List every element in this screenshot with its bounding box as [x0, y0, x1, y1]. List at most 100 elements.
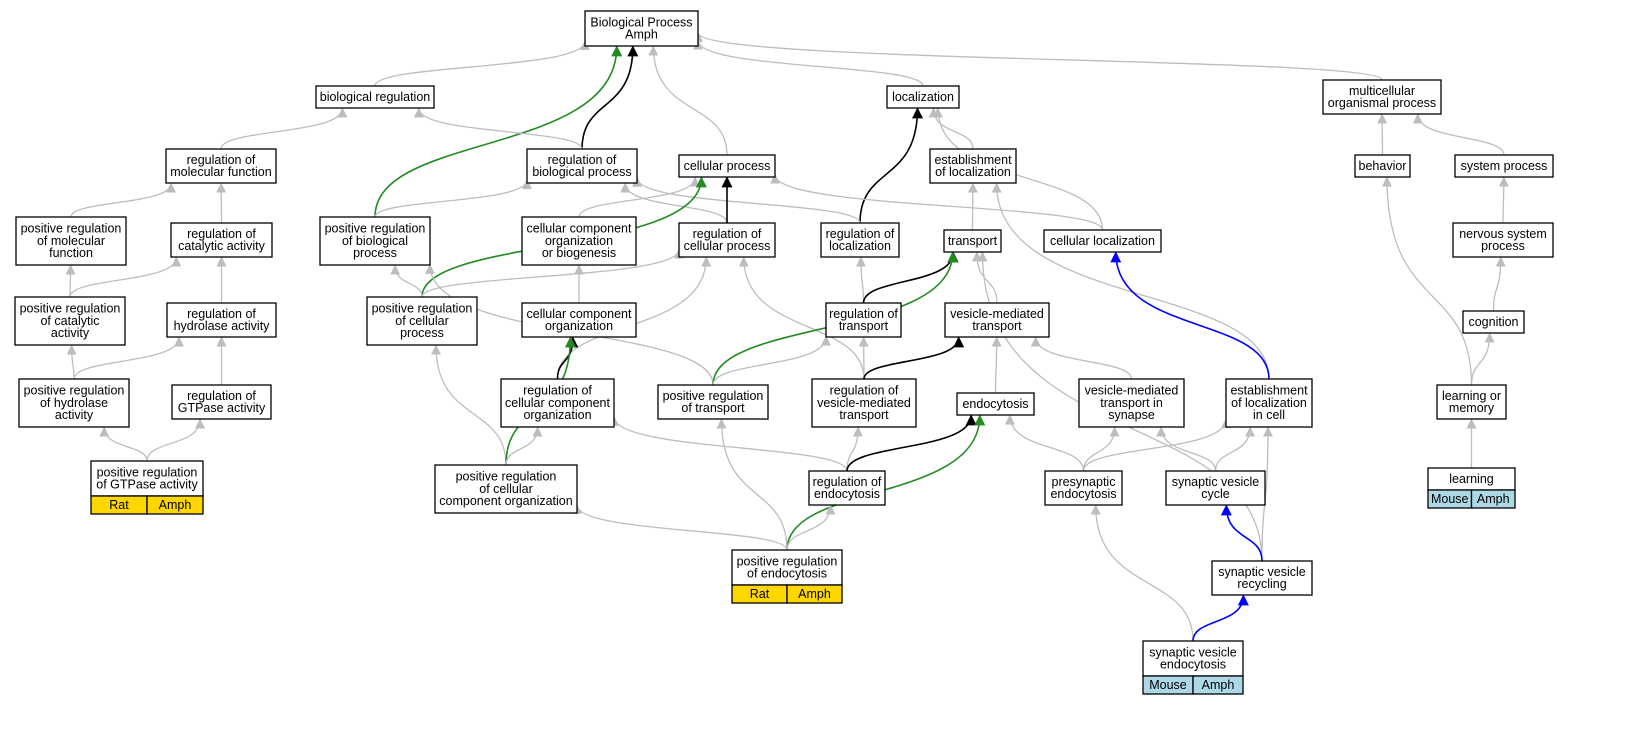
node-label: regulation of [548, 153, 617, 167]
node-box [171, 384, 272, 420]
node-box [886, 85, 960, 109]
node-cog: cognition [1462, 310, 1525, 334]
node-endo: endocytosis [956, 392, 1035, 416]
node-label: memory [1449, 401, 1495, 415]
node-box [521, 302, 637, 338]
edge-endo-to-vmt [991, 336, 1002, 394]
node-loc: localization [886, 85, 960, 109]
node-label: vesicle-mediated [950, 307, 1044, 321]
node-box [825, 302, 902, 338]
node-label: regulation of [693, 227, 762, 241]
node-box [657, 384, 769, 420]
node-label: transport [839, 408, 889, 422]
node-box [943, 229, 1002, 253]
node-label: of localization [1231, 396, 1307, 410]
node-box [1436, 384, 1507, 420]
node-box [584, 10, 699, 47]
node-label: catalytic activity [178, 239, 266, 253]
edge-pend-to-endo [1004, 414, 1085, 472]
species-tag-cell [1192, 675, 1244, 695]
node-label: regulation of [813, 475, 882, 489]
node-label: of GTPase activity [96, 478, 198, 492]
node-box [1454, 154, 1554, 178]
node-label: regulation of [523, 384, 592, 398]
node-label: regulation of [187, 227, 256, 241]
node-label: cognition [1468, 315, 1518, 329]
node-label: of hydrolase [40, 396, 108, 410]
node-label: cellular process [684, 239, 771, 253]
edge-eol-to-loc [928, 107, 974, 150]
node-label: cellular component [527, 307, 632, 321]
node-label: process [400, 326, 444, 340]
node-label: of transport [681, 401, 745, 415]
node-box [1078, 378, 1185, 428]
node-box [956, 392, 1035, 416]
species-tag-label: Amph [159, 498, 192, 512]
edge-prga-to-rga [146, 418, 206, 462]
node-label: molecular function [170, 165, 271, 179]
edge-rloc-to-loc [859, 107, 923, 224]
edge-mop-to-bp [693, 31, 1383, 81]
species-tag-label: Mouse [1149, 678, 1187, 692]
node-label: positive regulation [24, 384, 125, 398]
node-label: or biogenesis [542, 246, 616, 260]
node-label: nervous system [1459, 227, 1547, 241]
node-label: cellular localization [1050, 234, 1155, 248]
edge-prcco-to-prcp [431, 344, 507, 466]
node-box [315, 85, 435, 109]
node-label: cellular component [505, 396, 610, 410]
node-label: localization [892, 90, 954, 104]
species-tag-label: Amph [1202, 678, 1235, 692]
node-label: learning [1449, 472, 1494, 486]
species-tag-label: Rat [109, 498, 129, 512]
edge-pend-to-vmts [1082, 426, 1120, 472]
node-box [165, 148, 277, 184]
node-label: of biological [342, 234, 408, 248]
node-label: synaptic vesicle [1172, 475, 1260, 489]
node-label: positive regulation [97, 465, 198, 479]
edge-prt-to-rtr [712, 335, 831, 386]
node-label: regulation of [826, 227, 895, 241]
species-tag-label: Amph [798, 587, 831, 601]
node-box [929, 148, 1017, 184]
node-label: of molecular [37, 234, 105, 248]
node-box [170, 222, 273, 258]
edge-eolc-to-cl [1110, 251, 1270, 380]
node-label: positive regulation [325, 222, 426, 236]
node-label: regulation of [829, 307, 898, 321]
edge-nsp-to-sp [1498, 176, 1509, 224]
node-label: in cell [1253, 408, 1285, 422]
edge-lom-to-cog [1470, 332, 1495, 386]
node-label: function [49, 246, 93, 260]
node-label: regulation of [187, 153, 256, 167]
node-label: transport [948, 234, 998, 248]
node-box [319, 216, 431, 266]
edge-cl-to-cp [770, 173, 1104, 231]
node-label: localization [829, 239, 891, 253]
node-label: positive regulation [737, 554, 838, 568]
edge-rcp-to-rbp [620, 182, 728, 224]
edge-ccob-to-cp [578, 176, 701, 218]
edge-prha-to-rha [73, 336, 184, 380]
edge-svr-to-svc [1220, 504, 1263, 562]
species-tag-cell [1470, 489, 1516, 509]
node-label: process [353, 246, 397, 260]
node-box [14, 296, 126, 346]
node-box [731, 549, 843, 586]
node-label: Amph [625, 28, 658, 42]
node-box [15, 216, 127, 266]
